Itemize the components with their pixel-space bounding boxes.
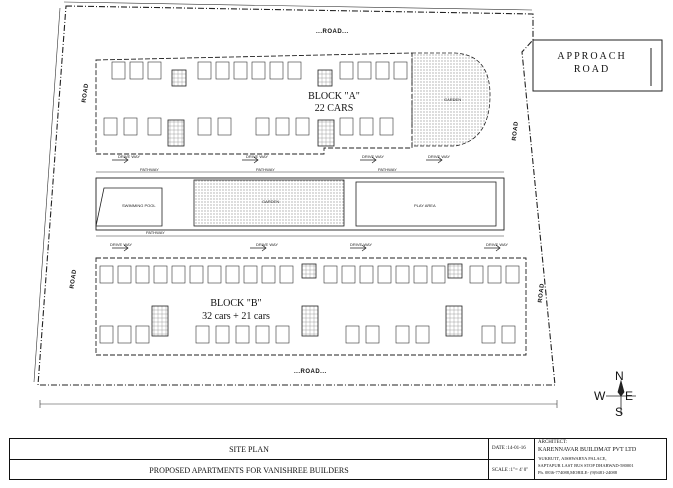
pathway-label-4: PATHWAY xyxy=(146,230,165,235)
block-b-parking-top xyxy=(99,265,520,284)
sheet-title: SITE PLAN xyxy=(229,445,269,454)
block-a-label: BLOCK "A" 22 CARS xyxy=(294,92,374,114)
block-b-label: BLOCK "B" 32 cars + 21 cars xyxy=(186,299,286,322)
architect-firm: KARENNAVAR BUILDMAT PVT LTD xyxy=(538,447,637,453)
block-b-name: BLOCK "B" xyxy=(210,298,262,309)
block-a-parking-bottom xyxy=(103,117,394,136)
road-label-top: ...ROAD... xyxy=(316,29,349,35)
title-block-divider-h xyxy=(10,459,488,460)
pathway-label-2: PATHWAY xyxy=(256,167,275,172)
scale-label: SCALE : xyxy=(492,468,511,473)
driveway-label-3: DRIVE WAY xyxy=(362,154,385,159)
approach-road-label: APPROACH ROAD xyxy=(536,50,648,76)
compass-e: E xyxy=(625,389,634,403)
garden-area xyxy=(193,179,345,227)
block-a-stairs xyxy=(167,69,335,147)
sheet-subtitle: PROPOSED APARTMENTS FOR VANISHREE BUILDE… xyxy=(149,466,349,475)
play-area-label: PLAY AREA xyxy=(414,203,436,208)
driveway-label-1: DRIVE WAY xyxy=(118,154,141,159)
architect-phone: Ph. 0836-774088,MOBILE- (9)9481-24088 xyxy=(538,470,617,475)
driveway-label-2: DRIVE WAY xyxy=(246,154,269,159)
driveway-arrows xyxy=(112,156,501,252)
pathway-label-3: PATHWAY xyxy=(378,167,397,172)
scale-value: 1"= 4' 0" xyxy=(510,468,529,473)
date-field: DATE :14-01-16 xyxy=(492,446,526,451)
architect-label: ARCHITECT: xyxy=(538,440,568,445)
driveway-label-4: DRIVE WAY xyxy=(428,154,451,159)
block-a-cars: 22 CARS xyxy=(314,103,354,114)
left-dimension-line xyxy=(33,7,61,383)
garden-top-label: GARDEN xyxy=(444,97,462,102)
pathway-label-1: PATHWAY xyxy=(140,167,159,172)
block-b-parking-bottom xyxy=(99,325,516,344)
top-dimension-line xyxy=(63,1,533,11)
approach-road-line-1: APPROACH xyxy=(557,51,627,62)
road-label-bottom: ...ROAD... xyxy=(294,369,327,375)
title-block-divider-v2 xyxy=(534,439,535,479)
play-area xyxy=(355,181,497,227)
driveway-label-6: DRIVE WAY xyxy=(256,242,279,247)
block-a-name: BLOCK "A" xyxy=(308,91,360,102)
compass-w: W xyxy=(594,389,606,403)
swimming-pool-label: SWIMMING POOL xyxy=(122,203,156,208)
title-block-divider-h2 xyxy=(488,459,534,460)
block-b-cars: 32 cars + 21 cars xyxy=(202,311,270,322)
swimming-pool xyxy=(95,187,163,227)
block-b-stairs xyxy=(151,263,463,337)
garden-label: GARDEN xyxy=(262,199,280,204)
block-a-parking-top xyxy=(111,61,408,80)
date-value: 14-01-16 xyxy=(507,446,526,451)
compass-s: S xyxy=(615,405,624,419)
garden-top-area xyxy=(411,52,491,147)
approach-road-line-2: ROAD xyxy=(573,64,611,75)
scale-field: SCALE :1"= 4' 0" xyxy=(492,468,528,473)
date-label: DATE : xyxy=(492,446,508,451)
driveway-label-5: DRIVE WAY xyxy=(110,242,133,247)
compass-rose xyxy=(606,379,636,414)
architect-address-1: 'SUKRUTI', AISHWARYA PALACE, xyxy=(538,456,607,461)
compass-n: N xyxy=(615,369,624,383)
driveway-label-8: DRIVE WAY xyxy=(486,242,509,247)
driveway-label-7: DRIVE WAY xyxy=(350,242,373,247)
title-block: SITE PLAN PROPOSED APARTMENTS FOR VANISH… xyxy=(9,438,667,480)
architect-address-2: SAPTAPUR LAST BUS STOP DHARWAD-580001 xyxy=(538,463,634,468)
site-boundary xyxy=(37,5,556,386)
approach-road-box xyxy=(532,39,663,92)
